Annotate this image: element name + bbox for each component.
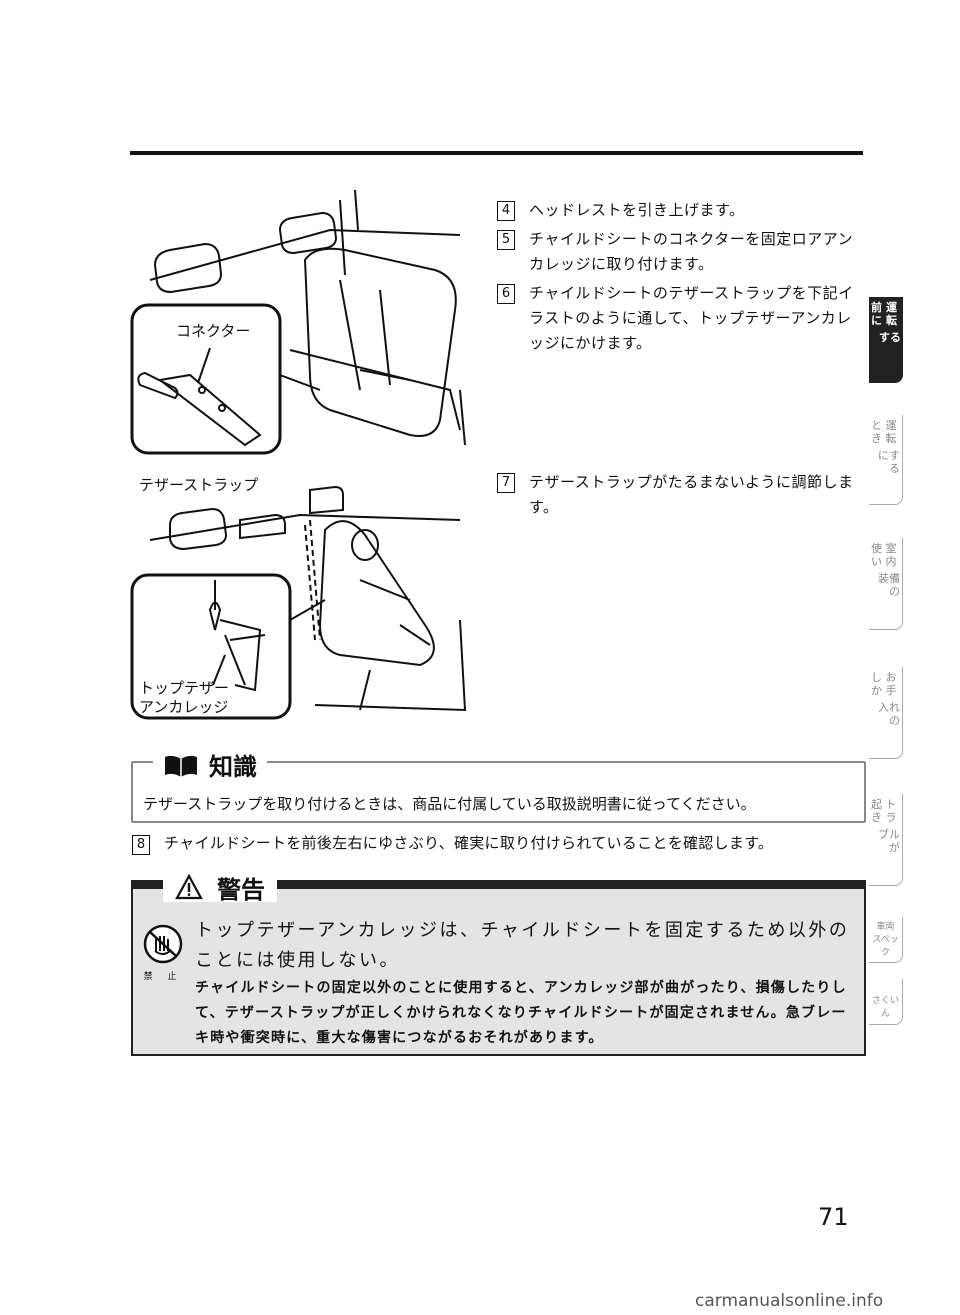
warning-triangle-icon xyxy=(175,874,203,900)
knowledge-title: 知識 xyxy=(209,753,257,781)
warning-box: 警告 禁 止 トップテザーアンカレッジは、チャイルドシートを固定するため以外のこ… xyxy=(131,872,866,1056)
knowledge-box: 知識 テザーストラップを取り付けるときは、商品に付属している取扱説明書に従ってく… xyxy=(131,747,866,823)
step-8: 8 チャイルドシートを前後左右にゆさぶり、確実に取り付けられていることを確認しま… xyxy=(132,832,773,855)
tab-text: 装備の xyxy=(878,572,900,598)
top-tether-label-1: トップテザー xyxy=(139,679,230,697)
step-4: 4 ヘッドレストを引き上げます。 xyxy=(497,198,865,223)
step-text: チャイルドシートのコネクターを固定ロアアンカレッジに取り付けます。 xyxy=(529,230,854,273)
tab-text: トラ xyxy=(885,798,897,824)
tab-maintenance[interactable]: お手 しか 入れの xyxy=(869,667,903,759)
steps-lower: 7 テザーストラップがたるまないように調節します。 xyxy=(497,470,865,524)
tab-text: 起き xyxy=(871,798,882,824)
page-number: 71 xyxy=(818,1203,849,1231)
tab-text: する xyxy=(879,331,901,344)
tether-illustration xyxy=(130,480,475,720)
tab-text: ブルが xyxy=(878,828,900,854)
tab-while-driving[interactable]: 運転 とき にする xyxy=(869,415,903,505)
tab-specs[interactable]: 車両 スペック xyxy=(869,917,903,963)
tab-before-driving[interactable]: 運転 前に する xyxy=(869,297,903,383)
tab-text: 車両 xyxy=(876,922,895,932)
step-text: チャイルドシートのテザーストラップを下記イラストのように通して、トップテザーアン… xyxy=(529,284,854,352)
step-5: 5 チャイルドシートのコネクターを固定ロアアンカレッジに取り付けます。 xyxy=(497,227,865,277)
warning-main-text: トップテザーアンカレッジは、チャイルドシートを固定するため以外のことには使用しな… xyxy=(195,920,850,971)
step-number: 6 xyxy=(497,284,515,304)
header-rule xyxy=(130,151,863,155)
prohibition-mark: 禁 止 xyxy=(143,924,183,982)
connector-label: コネクター xyxy=(174,320,253,341)
step-number: 8 xyxy=(132,835,150,855)
prohibition-caption: 禁 止 xyxy=(143,972,183,982)
tab-text: にする xyxy=(877,449,900,475)
tab-interior[interactable]: 室内 使い 装備の xyxy=(869,538,903,630)
tab-text: 入れの xyxy=(878,701,900,727)
step-7: 7 テザーストラップがたるまないように調節します。 xyxy=(497,470,865,520)
step-number: 7 xyxy=(497,473,515,493)
prohibited-hand-icon xyxy=(143,924,183,964)
connector-drawing xyxy=(130,190,466,455)
tether-drawing xyxy=(130,485,467,720)
tab-text: 前に xyxy=(871,301,882,327)
step-number: 5 xyxy=(497,230,515,250)
tab-text: 室内 xyxy=(885,542,897,568)
book-icon xyxy=(165,755,197,777)
step-text: チャイルドシートを前後左右にゆさぶり、確実に取り付けられていることを確認します。 xyxy=(164,834,774,852)
tab-text: さくいん xyxy=(871,996,899,1019)
warning-header: 警告 xyxy=(163,872,277,904)
tab-text: 使い xyxy=(871,542,882,568)
step-6: 6 チャイルドシートのテザーストラップを下記イラストのように通して、トップテザー… xyxy=(497,281,865,356)
knowledge-text: テザーストラップを取り付けるときは、商品に付属している取扱説明書に従ってください… xyxy=(143,795,756,813)
warning-detail-text: チャイルドシートの固定以外のことに使用すると、アンカレッジ部が曲がったり、損傷し… xyxy=(195,980,847,1046)
tab-text: スペック xyxy=(872,935,899,958)
tab-text: とき xyxy=(871,419,882,445)
tab-index[interactable]: さくいん xyxy=(869,979,903,1025)
steps-upper: 4 ヘッドレストを引き上げます。 5 チャイルドシートのコネクターを固定ロアアン… xyxy=(497,198,865,360)
step-text: ヘッドレストを引き上げます。 xyxy=(529,201,745,219)
tether-strap-label: テザーストラップ xyxy=(137,474,261,495)
warning-bar xyxy=(133,882,864,889)
tab-text: 運転 xyxy=(886,301,897,327)
tab-text: お手 xyxy=(885,671,897,697)
tab-text: しか xyxy=(871,671,882,697)
warning-title: 警告 xyxy=(217,875,265,904)
top-tether-label-2: アンカレッジ xyxy=(139,698,229,716)
step-number: 4 xyxy=(497,201,515,221)
step-text: テザーストラップがたるまないように調節します。 xyxy=(529,473,854,516)
tab-trouble[interactable]: トラ 起き ブルが xyxy=(869,794,903,886)
tab-text: 運転 xyxy=(885,419,897,445)
knowledge-header: 知識 xyxy=(153,747,267,782)
watermark-text: carmanualsonline.info xyxy=(695,1291,884,1311)
